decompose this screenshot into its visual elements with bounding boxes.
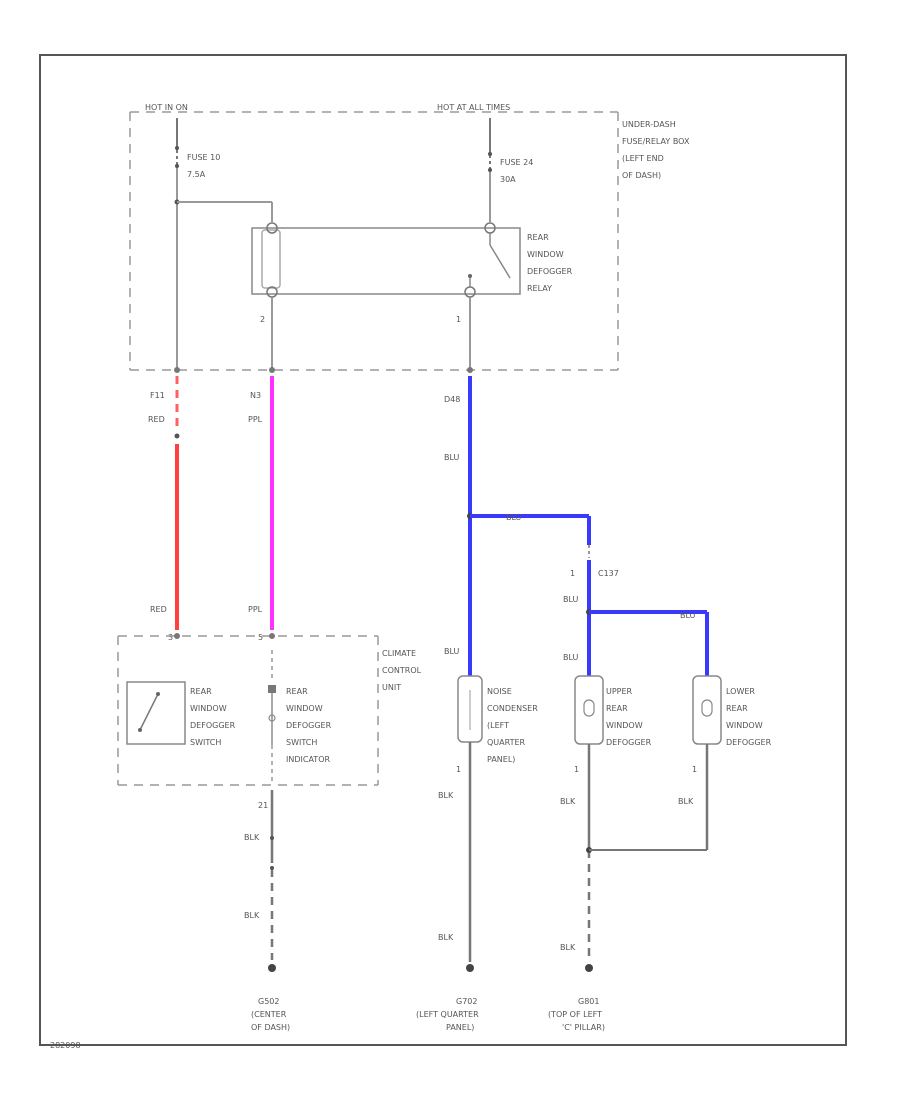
blu-label-1: BLU (444, 453, 460, 462)
switch-indicator-label: REAR WINDOW DEFOGGER SWITCH INDICATOR (286, 687, 334, 764)
fuse10-circuit (174, 118, 273, 368)
ppl-wire-conn: N3 (250, 391, 261, 400)
hot-in-on-label: HOT IN ON (145, 103, 188, 112)
climate-ground-pin: 21 (258, 801, 268, 810)
upper-defogger (574, 675, 604, 972)
g502-label: G502 (CENTER OF DASH) (251, 997, 290, 1032)
blu-conn: D48 (444, 395, 460, 404)
defogger-switch-label: REAR WINDOW DEFOGGER SWITCH (190, 687, 238, 747)
red-wire-pin: 3 (168, 633, 173, 642)
blu-label-5: BLU (444, 647, 460, 656)
blk-label-7: BLK (678, 797, 694, 806)
noise-pin: 1 (456, 765, 461, 774)
hot-at-all-times-label: HOT AT ALL TIMES (437, 103, 510, 112)
blu-label-2: BLU (506, 513, 522, 522)
blu-label-4: BLU (680, 611, 696, 620)
noise-condenser-label: NOISE CONDENSER (LEFT QUARTER PANEL) (487, 687, 540, 764)
red-wire (174, 376, 180, 630)
blk-label-5: BLK (560, 797, 576, 806)
climate-unit-label: CLIMATE CONTROL UNIT (382, 649, 424, 692)
relay-label: REAR WINDOW DEFOGGER RELAY (527, 233, 575, 293)
blu-label-3: BLU (563, 595, 579, 604)
blk-label-2: BLK (244, 911, 260, 920)
blu-label-6: BLU (563, 653, 579, 662)
blk-label-3: BLK (438, 791, 454, 800)
relay-pin-left: 2 (260, 315, 265, 324)
red-wire-color: RED (148, 415, 165, 424)
c137-label: C137 (598, 569, 619, 578)
fuse24-circuit (488, 118, 492, 222)
diagram-frame (39, 54, 847, 1046)
fuse10-label: FUSE 10 7.5A (187, 153, 223, 179)
diagram-code: 282098 (50, 1041, 81, 1050)
lower-pin: 1 (692, 765, 697, 774)
blk-label-6: BLK (560, 943, 576, 952)
noise-condenser (457, 675, 483, 972)
climate-control-unit (117, 633, 379, 786)
c137-pin: 1 (570, 569, 575, 578)
relay (251, 222, 521, 298)
lower-defogger-label: LOWER REAR WINDOW DEFOGGER (726, 687, 772, 747)
upper-pin: 1 (574, 765, 579, 774)
blu-wires (467, 376, 709, 676)
ppl-wire-bottom: PPL (248, 605, 263, 614)
red-wire-bottom: RED (150, 605, 167, 614)
blk-label-4: BLK (438, 933, 454, 942)
red-wire-conn: F11 (150, 391, 165, 400)
relay-pin-right: 1 (456, 315, 461, 324)
upper-defogger-label: UPPER REAR WINDOW DEFOGGER (606, 687, 652, 747)
lower-defogger (589, 675, 722, 851)
fuse24-label: FUSE 24 30A (500, 158, 536, 184)
ppl-wire-color: PPL (248, 415, 263, 424)
fuse-relay-box (129, 111, 619, 371)
blk-label-1: BLK (244, 833, 260, 842)
g702-label: G702 (LEFT QUARTER PANEL) (416, 997, 481, 1032)
ppl-wire-pin: 5 (258, 633, 263, 642)
climate-ground-wire (268, 790, 276, 972)
g801-label: G801 (TOP OF LEFT 'C' PILLAR) (548, 997, 605, 1032)
fuse-box-label: UNDER-DASH FUSE/RELAY BOX (LEFT END OF D… (622, 120, 692, 180)
